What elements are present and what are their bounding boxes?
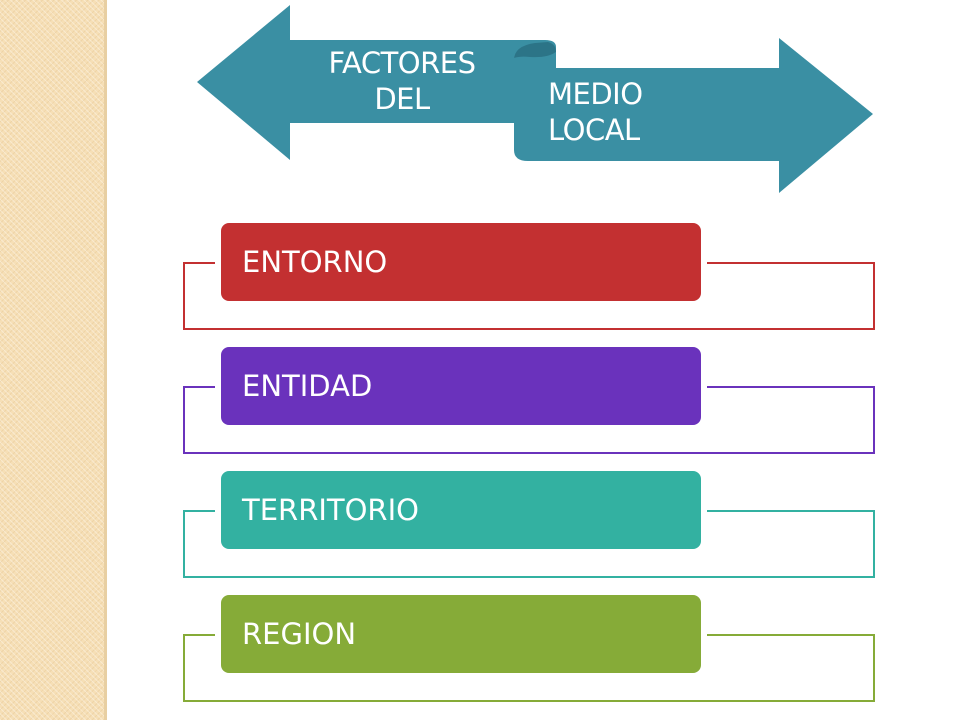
item-bar-entidad: ENTIDAD [221, 347, 701, 425]
double-arrow-graphic [197, 5, 873, 193]
right-arrow-label: MEDIO LOCAL [548, 76, 748, 148]
right-arrow-shape [514, 38, 873, 193]
item-label-entidad: ENTIDAD [242, 369, 373, 403]
right-arrow-line-1: MEDIO [548, 77, 643, 111]
item-bar-territorio: TERRITORIO [221, 471, 701, 549]
decorative-sidebar [0, 0, 104, 720]
left-arrow-shape [197, 5, 556, 160]
item-label-territorio: TERRITORIO [242, 493, 419, 527]
ribbon-curl-shape [514, 42, 556, 60]
left-arrow-label: FACTORES DEL [318, 45, 486, 117]
item-label-region: REGION [242, 617, 357, 651]
sidebar-edge [104, 0, 107, 720]
item-label-entorno: ENTORNO [242, 245, 388, 279]
item-bar-entorno: ENTORNO [221, 223, 701, 301]
right-arrow-line-2: LOCAL [548, 113, 640, 147]
item-bar-region: REGION [221, 595, 701, 673]
left-arrow-line-1: FACTORES [328, 46, 476, 80]
left-arrow-line-2: DEL [374, 82, 430, 116]
